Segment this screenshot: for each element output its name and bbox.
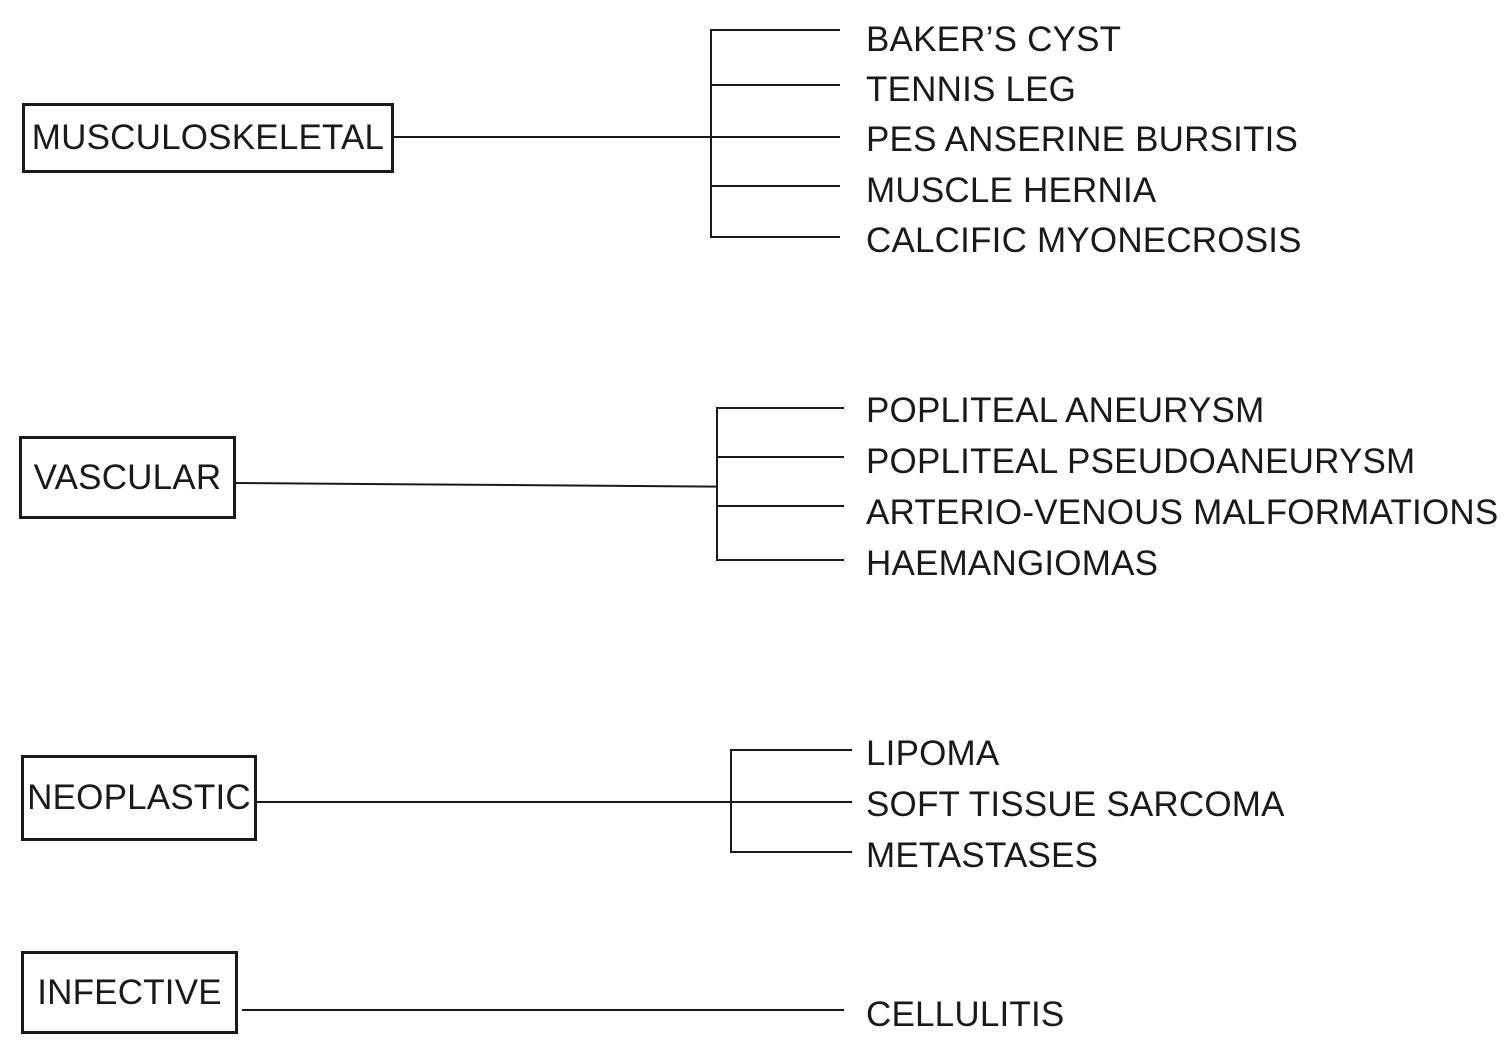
branch-line (710, 236, 840, 238)
branch-line (710, 29, 840, 31)
list-item: MUSCLE HERNIA (866, 171, 1157, 210)
branch-line (730, 801, 852, 803)
branch-line (710, 185, 840, 187)
category-box-musculoskeletal: MUSCULOSKELETAL (22, 103, 394, 173)
connector-line (394, 136, 712, 138)
branch-line (716, 559, 844, 561)
bracket-vertical (716, 407, 718, 561)
list-item: LIPOMA (866, 734, 1000, 773)
branch-line (710, 136, 840, 138)
category-box-vascular: VASCULAR (19, 436, 236, 519)
connector-line (235, 482, 718, 488)
list-item: METASTASES (866, 836, 1099, 875)
list-item: HAEMANGIOMAS (866, 544, 1159, 583)
list-item: CELLULITIS (866, 995, 1065, 1034)
list-item: SOFT TISSUE SARCOMA (866, 785, 1285, 824)
list-item: ARTERIO-VENOUS MALFORMATIONS (866, 493, 1499, 532)
list-item: PES ANSERINE BURSITIS (866, 120, 1299, 159)
list-item: TENNIS LEG (866, 70, 1077, 109)
list-item: CALCIFIC MYONECROSIS (866, 221, 1302, 260)
list-item: POPLITEAL PSEUDOANEURYSM (866, 442, 1416, 481)
category-box-neoplastic: NEOPLASTIC (21, 755, 257, 841)
branch-line (730, 749, 852, 751)
bracket-vertical (710, 29, 712, 238)
branch-line (716, 407, 844, 409)
list-item: BAKER’S CYST (866, 20, 1122, 59)
branch-line (716, 505, 844, 507)
category-label: INFECTIVE (37, 972, 222, 1012)
branch-line (716, 456, 844, 458)
category-box-infective: INFECTIVE (21, 951, 238, 1034)
branch-line (730, 851, 852, 853)
list-item: POPLITEAL ANEURYSM (866, 391, 1265, 430)
category-label: VASCULAR (33, 457, 222, 497)
connector-line (257, 801, 732, 803)
category-label: NEOPLASTIC (27, 778, 251, 817)
connector-line (242, 1009, 844, 1011)
branch-line (710, 84, 840, 86)
category-label: MUSCULOSKELETAL (31, 118, 385, 157)
